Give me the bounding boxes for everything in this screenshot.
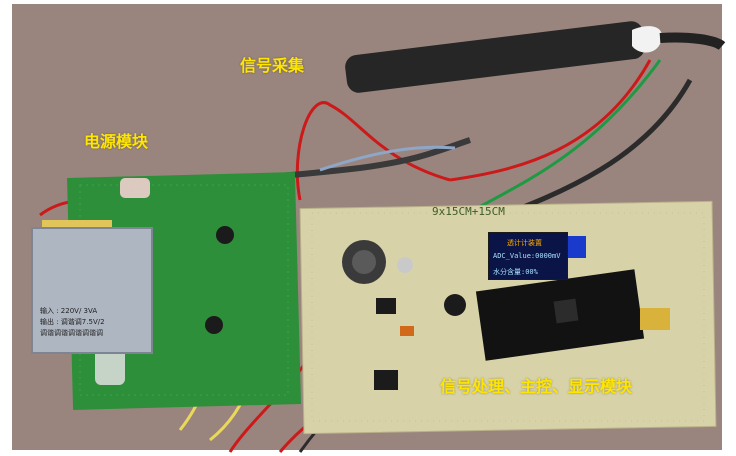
transformer [31, 220, 153, 354]
trimmer [397, 257, 413, 273]
oled-title: 透计计装置 [507, 239, 542, 247]
microcontroller-board [475, 269, 645, 361]
orange-capacitor [400, 326, 414, 336]
capacitor-1 [216, 226, 234, 244]
board-label: 9x15CM+15CM [432, 205, 505, 218]
op-amp-chip [376, 298, 396, 314]
oled-adc-value: ADC_Value:0000mV [493, 252, 561, 260]
capacitor-2 [205, 316, 223, 334]
oled-display: 透计计装置 ADC_Value:0000mV 水分含量:00% [488, 232, 568, 280]
capacitor-3 [444, 294, 466, 316]
chip-2 [374, 370, 398, 390]
caption-power-module: 电源模块 [84, 132, 149, 151]
caption-main-module: 信号处理、主控、显示模块 [440, 377, 633, 396]
header-pins [640, 308, 670, 330]
oled-connector [568, 236, 586, 258]
transformer-label-line2: 输出 : 调谐调7.5V/2 [40, 318, 105, 326]
oled-water-content: 水分含量:00% [493, 268, 538, 276]
soil-moisture-probe [345, 21, 726, 93]
transformer-label-line1: 输入 : 220V/ 3VA [40, 307, 98, 315]
caption-signal-acquisition: 信号采集 [240, 56, 305, 75]
transformer-label-line3: 调谐调谐调谐调谐调 [40, 329, 103, 337]
